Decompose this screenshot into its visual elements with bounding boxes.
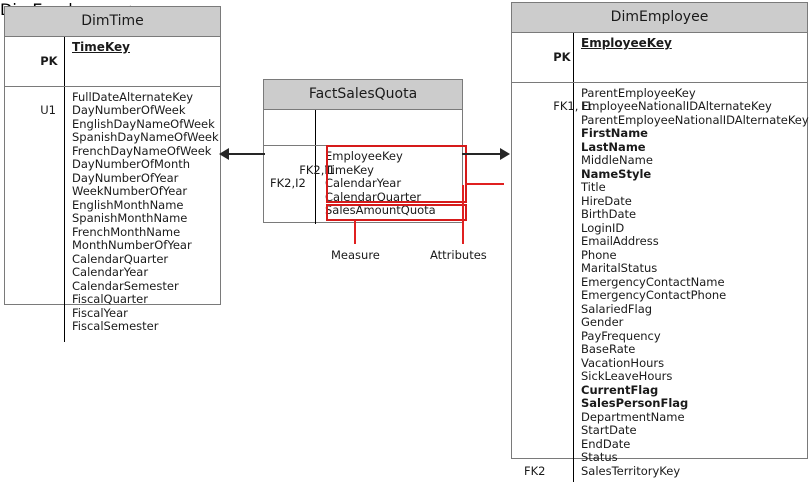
attribute-item: DayNumberOfYear xyxy=(72,172,220,186)
table-dimemployee-key-label-top: FK1, I1 xyxy=(553,99,593,113)
attribute-item: DayNumberOfWeek xyxy=(72,104,220,118)
erd-canvas: DimTime PK TimeKey U1 FullDateAlternateK… xyxy=(0,0,811,459)
attribute-item: LoginID xyxy=(581,222,809,236)
table-dimemployee-pk-field: EmployeeKey xyxy=(581,36,672,50)
connector-fact-dimemployee xyxy=(462,153,501,155)
attribute-item: CurrentFlag xyxy=(581,384,809,398)
attribute-item: FrenchMonthName xyxy=(72,226,220,240)
label-measure: Measure xyxy=(331,248,380,262)
attribute-item: FullDateAlternateKey xyxy=(72,91,220,105)
table-dimemployee-title: DimEmployee xyxy=(512,3,807,33)
attribute-item: BirthDate xyxy=(581,208,809,222)
table-factsalesquota-title: FactSalesQuota xyxy=(264,80,462,110)
attribute-item: DepartmentName xyxy=(581,411,809,425)
attribute-item: LastName xyxy=(581,141,809,155)
leader-attributes-horizontal xyxy=(465,183,504,185)
attribute-item: NameStyle xyxy=(581,168,809,182)
table-dimemployee-pk-label: PK xyxy=(553,50,570,64)
attribute-item: MaritalStatus xyxy=(581,262,809,276)
attribute-item: Gender xyxy=(581,316,809,330)
attribute-item: EnglishMonthName xyxy=(72,199,220,213)
table-dimemployee[interactable]: DimEmployee PK EmployeeKey FK1, I1 FK2 P… xyxy=(511,2,808,459)
leader-measure xyxy=(354,221,356,244)
connector-dimemployee-arrowhead xyxy=(500,148,510,160)
table-dimtime-title: DimTime xyxy=(5,7,220,37)
table-factsalesquota-pk-row xyxy=(264,110,462,146)
attribute-item: DayNumberOfMonth xyxy=(72,158,220,172)
attribute-item: MiddleName xyxy=(581,154,809,168)
attribute-item: HireDate xyxy=(581,195,809,209)
attribute-item: EmergencyContactName xyxy=(581,276,809,290)
attribute-item: CalendarYear xyxy=(325,177,462,191)
attribute-item: ParentEmployeeKey xyxy=(581,87,809,101)
attribute-item: EmergencyContactPhone xyxy=(581,289,809,303)
attribute-item: CalendarYear xyxy=(72,266,220,280)
attribute-item: EmployeeKey xyxy=(325,150,462,164)
attribute-item: SalariedFlag xyxy=(581,303,809,317)
attribute-item: FirstName xyxy=(581,127,809,141)
table-factsalesquota[interactable]: FactSalesQuota FK2,I1 FK2,I2 EmployeeKey… xyxy=(263,79,463,223)
attribute-item: SickLeaveHours xyxy=(581,370,809,384)
attribute-item: Phone xyxy=(581,249,809,263)
attribute-item: TimeKey xyxy=(325,164,462,178)
label-attributes: Attributes xyxy=(430,248,487,262)
attribute-item: SpanishDayNameOfWeek xyxy=(72,131,220,145)
table-dimtime-pk-field: TimeKey xyxy=(72,40,130,54)
attribute-item: EmailAddress xyxy=(581,235,809,249)
table-factsalesquota-measure-list: SalesAmountQuota xyxy=(325,204,462,218)
attribute-item: CalendarQuarter xyxy=(72,253,220,267)
attribute-item: WeekNumberOfYear xyxy=(72,185,220,199)
table-dimemployee-pk-row: PK EmployeeKey xyxy=(512,33,807,83)
attribute-item: SalesAmountQuota xyxy=(325,204,462,218)
table-dimtime[interactable]: DimTime PK TimeKey U1 FullDateAlternateK… xyxy=(4,6,221,305)
attribute-item: EndDate xyxy=(581,438,809,452)
attribute-item: Title xyxy=(581,181,809,195)
attribute-item: FrenchDayNameOfWeek xyxy=(72,145,220,159)
attribute-item: SalesTerritoryKey xyxy=(581,465,809,479)
attribute-item: MonthNumberOfYear xyxy=(72,239,220,253)
table-dimtime-pk-label: PK xyxy=(40,54,57,68)
attribute-item: FiscalSemester xyxy=(72,320,220,334)
attribute-item: CalendarQuarter xyxy=(325,191,462,205)
attribute-item: StartDate xyxy=(581,424,809,438)
attribute-item: SalesPersonFlag xyxy=(581,397,809,411)
attribute-item: FiscalQuarter xyxy=(72,293,220,307)
attribute-item: FiscalYear xyxy=(72,307,220,321)
attribute-item: BaseRate xyxy=(581,343,809,357)
leader-attributes-vertical xyxy=(462,185,464,244)
table-dimtime-key-label: U1 xyxy=(40,103,56,117)
attribute-item: ParentEmployeeNationalIDAlternateKey xyxy=(581,114,809,128)
table-dimtime-pk-row: PK TimeKey xyxy=(5,37,220,87)
attribute-item: Status xyxy=(581,451,809,465)
attribute-item: VacationHours xyxy=(581,357,809,371)
connector-dimtime-fact xyxy=(229,153,265,155)
attribute-item: EmployeeNationalIDAlternateKey xyxy=(581,100,809,114)
attribute-item: CalendarSemester xyxy=(72,280,220,294)
table-dimemployee-key-label-bottom: FK2 xyxy=(524,465,545,479)
connector-dimtime-arrowhead xyxy=(219,148,229,160)
attribute-item: EnglishDayNameOfWeek xyxy=(72,118,220,132)
attribute-item: PayFrequency xyxy=(581,330,809,344)
attribute-item: SpanishMonthName xyxy=(72,212,220,226)
